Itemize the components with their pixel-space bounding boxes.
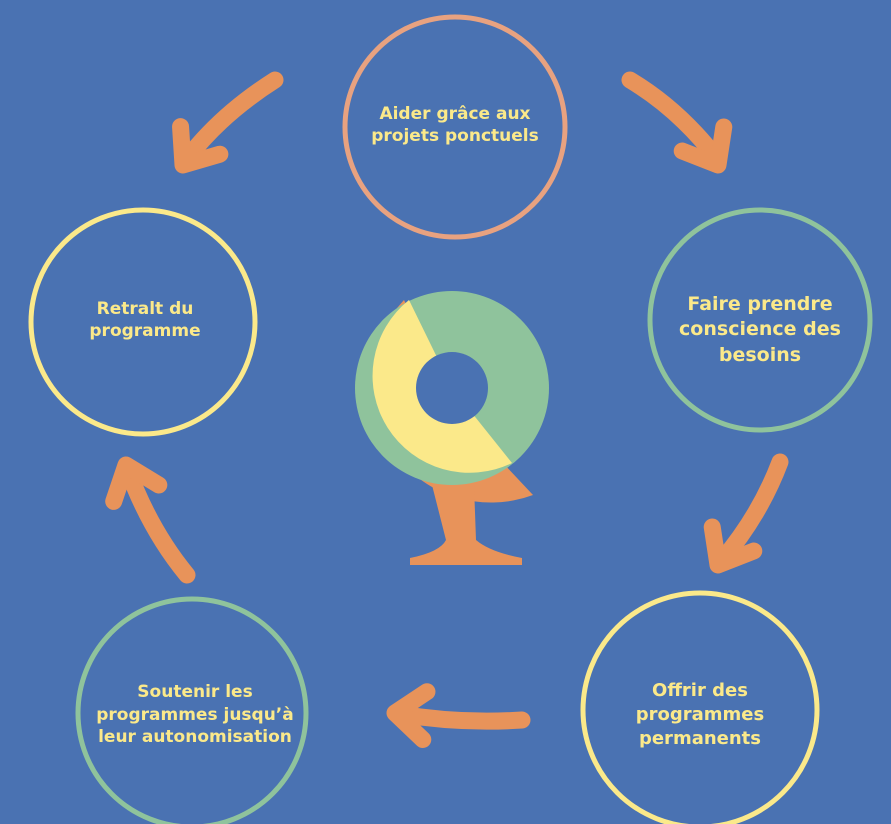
arrow-aider-to-faire-head <box>673 118 733 174</box>
arrow-soutenir-to-retrait <box>119 461 196 584</box>
stage-circle-aider <box>342 14 568 240</box>
arrow-retrait-to-aider <box>177 71 284 169</box>
globe-stand <box>410 485 522 565</box>
arrow-retrait-to-aider-head <box>172 118 229 174</box>
stage-label-aider: Aider grâce aux projets ponctuels <box>371 103 539 146</box>
stage-label-retrait: Retralt du programme <box>89 298 201 341</box>
stage-circle-retrait <box>28 207 258 437</box>
arrow-aider-to-faire <box>621 71 727 169</box>
arrow-faire-to-offrir-head <box>703 518 763 574</box>
arrow-faire-to-offrir <box>713 453 789 569</box>
arrow-soutenir-to-retrait-head <box>105 456 168 510</box>
arrow-offrir-to-soutenir-head <box>386 683 436 749</box>
globe-center-hole <box>416 352 488 424</box>
arrow-offrir-to-soutenir <box>391 705 531 730</box>
stage-label-soutenir: Soutenir les programmes jusqu’à leur aut… <box>96 682 294 748</box>
stage-circle-offrir <box>580 590 820 824</box>
stage-circle-faire-prendre <box>647 207 873 433</box>
stage-label-faire-prendre: Faire prendre conscience des besoins <box>679 293 841 366</box>
stage-circle-soutenir <box>75 596 309 824</box>
stage-label-offrir: Offrir des programmes permanents <box>635 680 765 749</box>
